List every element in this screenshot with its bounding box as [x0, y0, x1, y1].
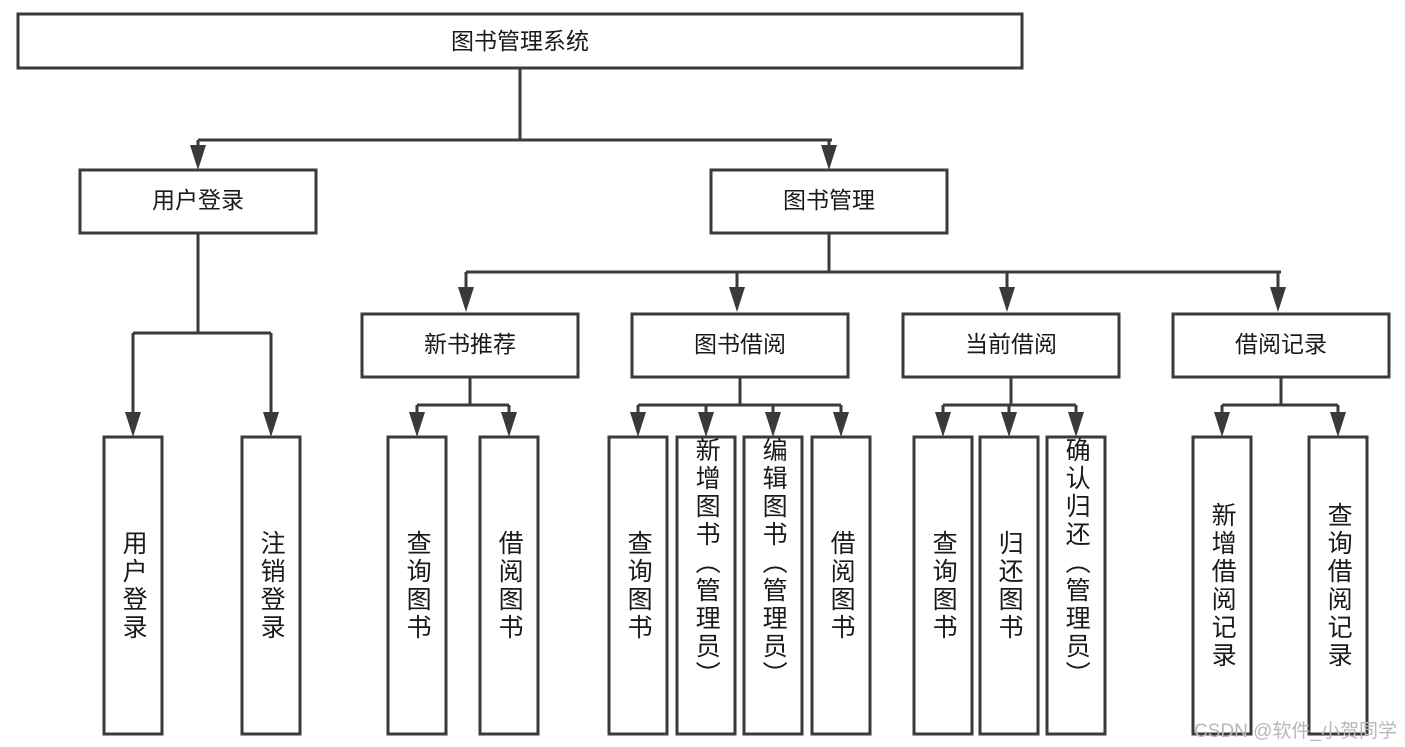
leaf-box-confirm-return[interactable]	[1045, 435, 1107, 736]
leaf-box-edit-book[interactable]	[742, 435, 804, 736]
leaf-box-borrow-book-2[interactable]	[810, 435, 872, 736]
node-user-login-label: 用户登录	[152, 187, 244, 213]
node-current-borrow-label: 当前借阅	[965, 331, 1057, 357]
leaf-box-query-book-3[interactable]	[912, 435, 974, 736]
leaf-box-user-login[interactable]	[102, 435, 164, 736]
connector-group-user-login	[125, 233, 279, 437]
arrow-head-icon	[821, 145, 837, 170]
connector-group-borrow-record	[1214, 377, 1346, 437]
arrow-head-icon	[765, 412, 781, 437]
arrow-head-icon	[1270, 287, 1286, 312]
arrow-head-icon	[935, 412, 951, 437]
arrow-head-icon	[729, 287, 745, 312]
arrow-head-icon	[125, 412, 141, 437]
leaf-box-group	[102, 435, 1369, 736]
node-root-system[interactable]: 图书管理系统	[16, 12, 1024, 70]
node-current-borrow-box[interactable]	[901, 312, 1121, 379]
node-book-management[interactable]: 图书管理	[709, 168, 949, 235]
node-new-book-recommend[interactable]: 新书推荐	[360, 312, 580, 379]
arrow-head-icon	[999, 287, 1015, 312]
node-book-borrow[interactable]: 图书借阅	[630, 312, 850, 379]
node-book-management-label: 图书管理	[783, 187, 875, 213]
node-borrow-record-box[interactable]	[1171, 312, 1391, 379]
connector-group-book-mgmt	[458, 233, 1286, 312]
arrow-head-icon	[190, 145, 206, 170]
arrow-head-icon	[1001, 412, 1017, 437]
connector-group-book-borrow	[630, 377, 849, 437]
arrow-head-icon	[1330, 412, 1346, 437]
arrow-head-icon	[1068, 412, 1084, 437]
node-user-login-box[interactable]	[78, 168, 318, 235]
arrow-head-icon	[501, 412, 517, 437]
leaf-box-query-book-2[interactable]	[607, 435, 669, 736]
connector-group-current-borrow	[935, 377, 1084, 437]
arrow-head-icon	[263, 412, 279, 437]
node-user-login[interactable]: 用户登录	[78, 168, 318, 235]
leaf-box-logout[interactable]	[240, 435, 302, 736]
arrow-head-icon	[409, 412, 425, 437]
arrow-head-icon	[630, 412, 646, 437]
connector-group-new-book	[409, 377, 517, 437]
watermark-text: CSDN @软件_小贺同学	[1194, 721, 1397, 742]
node-current-borrow[interactable]: 当前借阅	[901, 312, 1121, 379]
arrow-head-icon	[698, 412, 714, 437]
leaf-box-add-borrow-record[interactable]	[1191, 435, 1253, 736]
node-new-book-recommend-label: 新书推荐	[424, 331, 516, 357]
leaf-box-return-book[interactable]	[978, 435, 1040, 736]
node-book-borrow-label: 图书借阅	[694, 331, 786, 357]
node-book-management-box[interactable]	[709, 168, 949, 235]
leaf-box-borrow-book-1[interactable]	[478, 435, 540, 736]
arrow-head-icon	[458, 287, 474, 312]
leaf-box-add-book[interactable]	[675, 435, 737, 736]
arrow-head-icon	[1214, 412, 1230, 437]
node-root-label: 图书管理系统	[451, 28, 589, 54]
node-root-box[interactable]	[16, 12, 1024, 70]
node-book-borrow-box[interactable]	[630, 312, 850, 379]
leaf-box-query-book-1[interactable]	[386, 435, 448, 736]
node-borrow-record-label: 借阅记录	[1235, 331, 1327, 357]
arrow-head-icon	[833, 412, 849, 437]
connector-group-root	[190, 68, 837, 170]
node-borrow-record[interactable]: 借阅记录	[1171, 312, 1391, 379]
leaf-box-query-borrow-record[interactable]	[1307, 435, 1369, 736]
node-new-book-recommend-box[interactable]	[360, 312, 580, 379]
